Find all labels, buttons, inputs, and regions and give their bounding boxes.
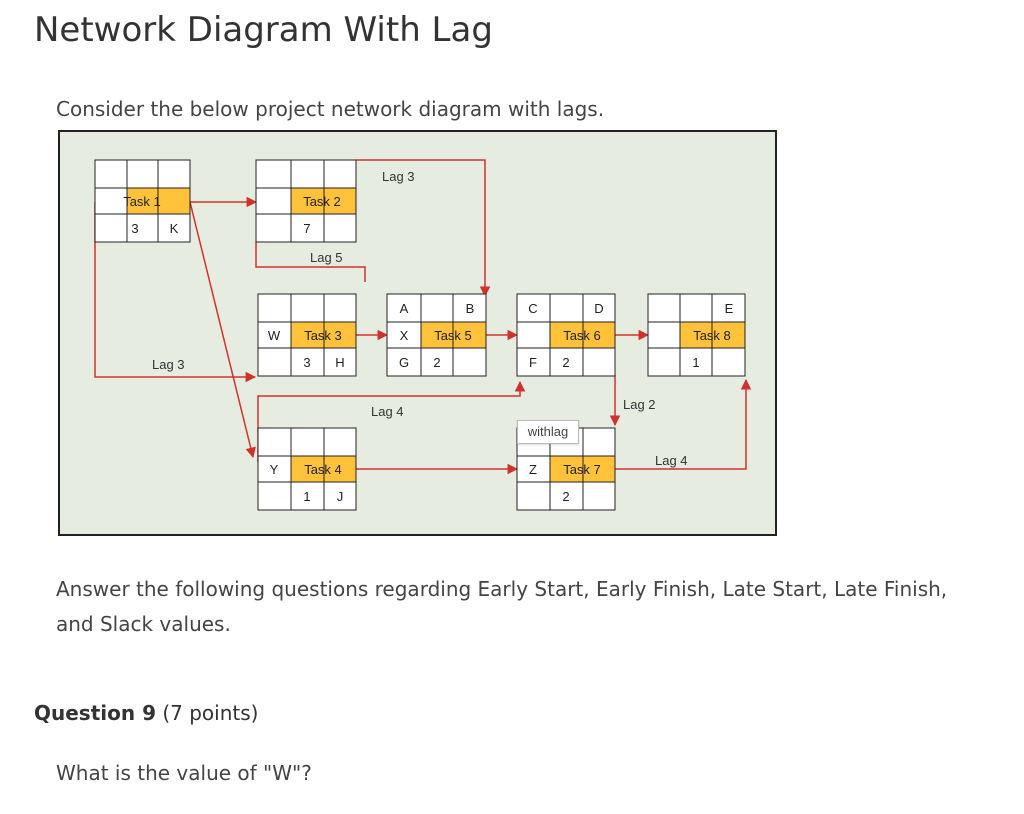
- lag-label-task2-task5: Lag 3: [382, 169, 415, 184]
- task7-bm: 2: [562, 489, 569, 504]
- arrow-task1-task4: [189, 201, 256, 459]
- task6-name: Task 6: [563, 328, 601, 343]
- task6-tl: C: [528, 301, 537, 316]
- node-task3: W Task 3 3 H: [257, 293, 357, 377]
- arrow-task2-lag5: [255, 242, 366, 282]
- intro-text: Consider the below project network diagr…: [56, 97, 605, 121]
- task1-name: Task 1: [123, 194, 161, 209]
- question-points: (7 points): [162, 701, 259, 725]
- task1-bl: 3: [131, 221, 138, 236]
- arrow-task2-task5: [356, 159, 491, 298]
- task5-tr: B: [466, 301, 475, 316]
- lag-label-task4-task6: Lag 4: [371, 404, 404, 419]
- task5-name: Task 5: [434, 328, 472, 343]
- task2-name: Task 2: [303, 194, 341, 209]
- question-header: Question 9 (7 points): [34, 701, 258, 725]
- task5-bl: G: [399, 355, 409, 370]
- task6-bl: F: [529, 355, 537, 370]
- task5-bm: 2: [433, 355, 440, 370]
- question-prompt: What is the value of "W"?: [56, 761, 312, 785]
- answer-instructions: Answer the following questions regarding…: [56, 577, 948, 636]
- task6-tm: D: [594, 301, 603, 316]
- lag-label-task2-lag5: Lag 5: [310, 250, 343, 265]
- arrow-task7-task8: [615, 378, 752, 470]
- task7-name: Task 7: [563, 462, 601, 477]
- lag-label-task1-task3: Lag 3: [152, 357, 185, 372]
- node-task8: E Task 8 1: [647, 293, 746, 377]
- node-task6: C D Task 6 F 2: [516, 293, 616, 377]
- task4-ml: Y: [270, 462, 279, 477]
- task3-br: H: [335, 355, 344, 370]
- node-task5: A B X Task 5 G 2: [386, 293, 487, 377]
- task6-bm: 2: [562, 355, 569, 370]
- task8-name: Task 8: [693, 328, 731, 343]
- withlag-tooltip: withlag: [517, 420, 579, 444]
- task2-bl: 7: [303, 221, 310, 236]
- node-task1: Task 1 3 K: [94, 159, 191, 243]
- node-task2: Task 2 7: [255, 159, 357, 243]
- network-diagram-svg: Task 1 3 K Task 2 7 W Task 3 3 H: [94, 159, 752, 511]
- page-title: Network Diagram With Lag: [34, 10, 493, 50]
- task3-ml: W: [268, 328, 281, 343]
- task3-bm: 3: [303, 355, 310, 370]
- arrow-task1-task3: [94, 202, 257, 383]
- task4-name: Task 4: [304, 462, 342, 477]
- task4-bm: 1: [303, 489, 310, 504]
- task7-ml: Z: [529, 462, 537, 477]
- task8-tr: E: [725, 301, 734, 316]
- lag-label-task7-task8: Lag 4: [655, 453, 688, 468]
- task5-tl: A: [400, 301, 409, 316]
- question-number: Question 9: [34, 701, 156, 725]
- task4-br: J: [337, 489, 344, 504]
- task5-ml: X: [400, 328, 409, 343]
- node-task4: Y Task 4 1 J: [257, 427, 357, 511]
- task3-name: Task 3: [304, 328, 342, 343]
- connectors: [94, 159, 752, 475]
- task1-bm: K: [170, 221, 179, 236]
- task8-bm: 1: [692, 355, 699, 370]
- network-diagram: Task 1 3 K Task 2 7 W Task 3 3 H: [58, 130, 777, 536]
- lag-label-task6-task7: Lag 2: [623, 397, 656, 412]
